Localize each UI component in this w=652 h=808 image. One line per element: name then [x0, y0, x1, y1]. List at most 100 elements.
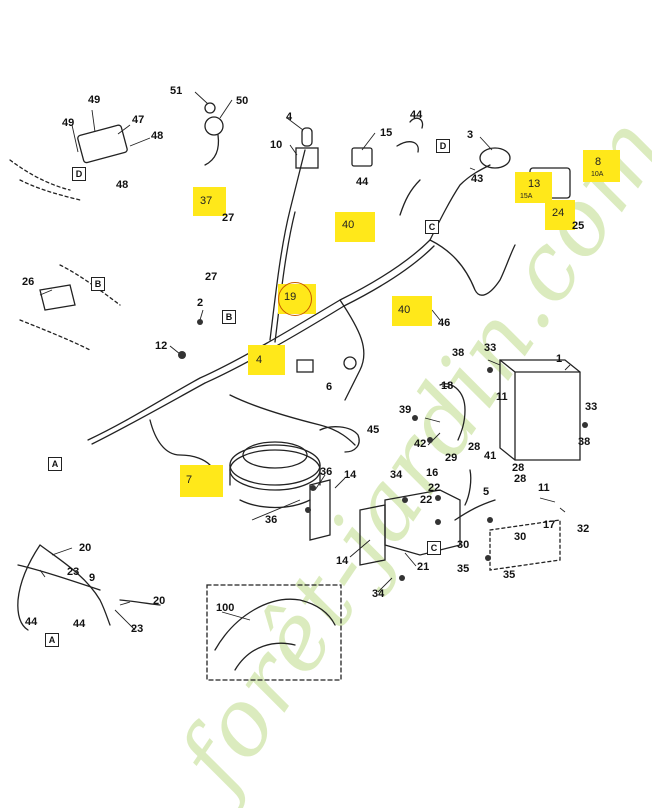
- connector-marker-b-left: B: [91, 277, 105, 291]
- part-label-18: 18: [441, 380, 454, 392]
- part-label-27: 27: [222, 212, 235, 224]
- part-47: [77, 124, 128, 164]
- part-label-50: 50: [236, 95, 249, 107]
- part-label-34: 34: [390, 469, 403, 481]
- connector-marker-d: D: [436, 139, 450, 153]
- part-label-36b: 36: [265, 514, 278, 526]
- part-label-22b: 22: [420, 494, 433, 506]
- part-label-34b: 34: [372, 588, 385, 600]
- connector-marker-b: B: [222, 310, 236, 324]
- part-label-23: 23: [67, 566, 80, 578]
- harness-branch-upper: [269, 149, 306, 341]
- circle-19: [278, 282, 312, 316]
- part-label-23b: 23: [131, 623, 144, 635]
- part-label-33: 33: [484, 342, 497, 354]
- part-label-48b: 48: [116, 179, 129, 191]
- part-label-16: 16: [426, 467, 439, 479]
- part-label-30b: 30: [457, 539, 470, 551]
- callout-40-lower: 40: [398, 304, 411, 316]
- part-label-26: 26: [22, 276, 35, 288]
- detail-box-100: [206, 584, 342, 681]
- callout-13: 13: [528, 178, 541, 190]
- part-label-27b: 27: [205, 271, 218, 283]
- part-label-29: 29: [445, 452, 458, 464]
- part-label-42: 42: [414, 438, 427, 450]
- part-label-4: 4: [286, 111, 293, 123]
- part-label-39: 39: [399, 404, 412, 416]
- part-label-43: 43: [471, 173, 484, 185]
- part-label-12: 12: [155, 340, 168, 352]
- part-label-1: 1: [556, 353, 563, 365]
- part-label-38b: 38: [578, 436, 591, 448]
- callout-4: 4: [256, 354, 263, 366]
- part-label-49b: 49: [62, 117, 75, 129]
- harness-branch-7: [149, 419, 211, 466]
- connector-marker-a: A: [48, 457, 62, 471]
- part-label-35b: 35: [503, 569, 516, 581]
- part-label-20b: 20: [153, 595, 166, 607]
- part-label-32: 32: [577, 523, 590, 535]
- highlight-40-lower: [392, 296, 432, 326]
- part-label-22: 22: [428, 482, 441, 494]
- callout-8: 8: [595, 156, 602, 168]
- part-label-44b: 44: [356, 176, 369, 188]
- part-label-48: 48: [151, 130, 164, 142]
- callout-40-upper: 40: [342, 219, 355, 231]
- connector-marker-c-lower: C: [427, 541, 441, 555]
- part-label-28c: 28: [514, 473, 527, 485]
- callout-7: 7: [186, 474, 193, 486]
- part-label-14: 14: [344, 469, 357, 481]
- callout-37: 37: [200, 195, 213, 207]
- callout-8-sub: 10A: [591, 171, 604, 178]
- part-label-17: 17: [543, 519, 556, 531]
- harness-branch-clutch: [229, 394, 356, 446]
- part-label-33b: 33: [585, 401, 598, 413]
- part-label-25: 25: [572, 220, 585, 232]
- part-label-11b: 11: [538, 482, 550, 494]
- highlight-8: [583, 150, 620, 182]
- part-label-15: 15: [380, 127, 393, 139]
- part-label-51: 51: [170, 85, 183, 97]
- part-label-9: 9: [89, 572, 96, 584]
- highlight-7: [180, 465, 223, 497]
- part-label-30: 30: [514, 531, 527, 543]
- highlight-13: [515, 172, 552, 203]
- part-label-21: 21: [417, 561, 430, 573]
- part-label-41: 41: [484, 450, 497, 462]
- part-label-3: 3: [467, 129, 474, 141]
- part-label-49: 49: [88, 94, 101, 106]
- connector-marker-a-lower: A: [45, 633, 59, 647]
- part-label-46: 46: [438, 317, 451, 329]
- highlight-4: [248, 345, 285, 375]
- part-label-35: 35: [457, 563, 470, 575]
- highlight-24: [545, 200, 575, 230]
- part-label-14b: 14: [336, 555, 349, 567]
- part-label-28: 28: [468, 441, 481, 453]
- callout-13-sub: 15A: [520, 193, 533, 200]
- part-label-44d: 44: [73, 618, 86, 630]
- part-label-100: 100: [216, 602, 235, 614]
- highlight-37: [193, 187, 226, 216]
- part-label-20: 20: [79, 542, 92, 554]
- battery-box: [499, 359, 581, 461]
- part-label-10: 10: [270, 139, 283, 151]
- harness-left: [17, 544, 41, 631]
- main-harness: [87, 239, 431, 441]
- callout-24: 24: [552, 207, 565, 219]
- connector-marker-c: C: [425, 220, 439, 234]
- highlight-40-upper: [335, 212, 375, 242]
- connector-marker-d-left: D: [72, 167, 86, 181]
- part-label-36: 36: [320, 466, 333, 478]
- part-label-2: 2: [197, 297, 204, 309]
- part-label-44c: 44: [25, 616, 38, 628]
- part-label-38: 38: [452, 347, 465, 359]
- part-label-45: 45: [367, 424, 380, 436]
- part-label-28b: 28: [512, 462, 525, 474]
- part-label-11: 11: [496, 391, 508, 403]
- part-label-5: 5: [483, 486, 490, 498]
- callout-19: 19: [284, 291, 297, 303]
- part-label-6: 6: [326, 381, 333, 393]
- part-label-47: 47: [132, 114, 145, 126]
